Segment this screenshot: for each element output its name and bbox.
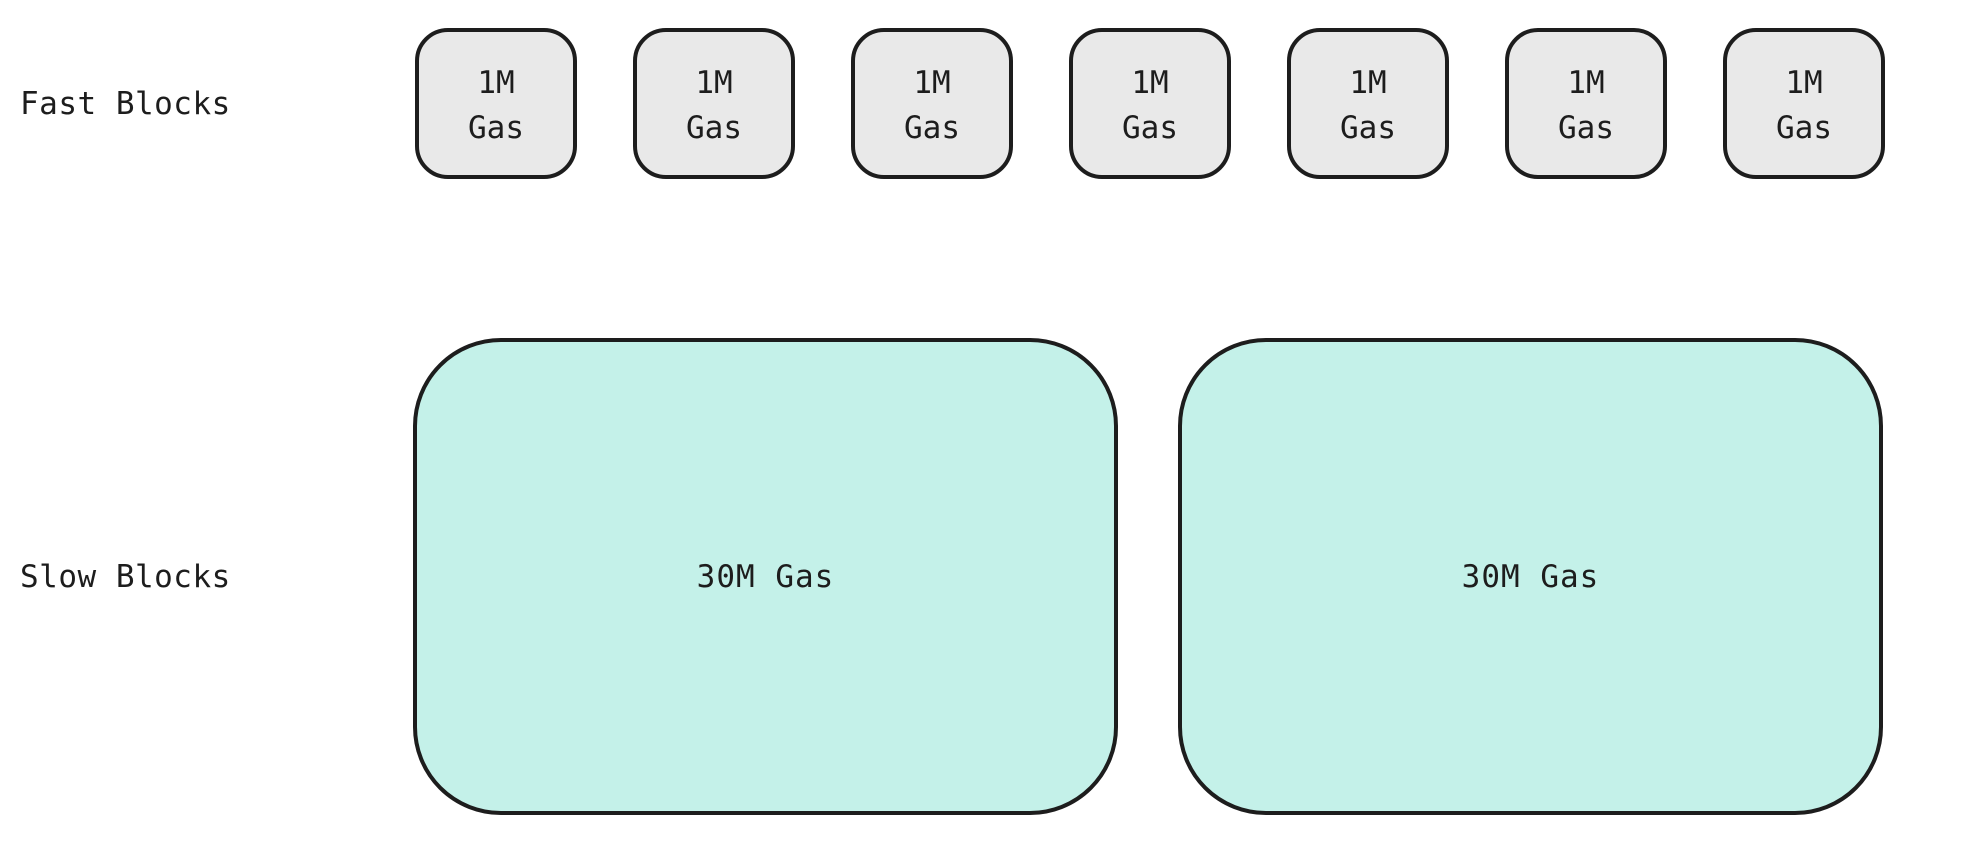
slow-blocks-row: 30M Gas 30M Gas xyxy=(413,338,1883,815)
slow-block-gas-label: 30M Gas xyxy=(696,558,835,595)
fast-block-gas-amount: 1M xyxy=(913,65,951,101)
fast-block-gas-unit: Gas xyxy=(686,110,742,146)
fast-block-gas-amount: 1M xyxy=(1131,65,1169,101)
fast-block: 1M Gas xyxy=(1069,28,1231,179)
fast-block: 1M Gas xyxy=(1723,28,1885,179)
fast-block-gas-amount: 1M xyxy=(695,65,733,101)
fast-blocks-row-label: Fast Blocks xyxy=(20,85,231,122)
fast-block-gas-amount: 1M xyxy=(477,65,515,101)
fast-block: 1M Gas xyxy=(1505,28,1667,179)
fast-block-gas-unit: Gas xyxy=(1558,110,1614,146)
fast-block-gas-unit: Gas xyxy=(1340,110,1396,146)
fast-block-gas-unit: Gas xyxy=(1776,110,1832,146)
fast-block-gas-amount: 1M xyxy=(1567,65,1605,101)
fast-block-gas-unit: Gas xyxy=(468,110,524,146)
slow-block: 30M Gas xyxy=(413,338,1118,815)
fast-block-gas-amount: 1M xyxy=(1785,65,1823,101)
slow-block: 30M Gas xyxy=(1178,338,1883,815)
slow-blocks-row-label: Slow Blocks xyxy=(20,558,231,595)
fast-block: 1M Gas xyxy=(415,28,577,179)
fast-block: 1M Gas xyxy=(851,28,1013,179)
fast-block-gas-unit: Gas xyxy=(904,110,960,146)
slow-block-gas-label: 30M Gas xyxy=(1461,558,1600,595)
fast-block-gas-amount: 1M xyxy=(1349,65,1387,101)
fast-block: 1M Gas xyxy=(633,28,795,179)
fast-block: 1M Gas xyxy=(1287,28,1449,179)
fast-blocks-row: 1M Gas 1M Gas 1M Gas 1M Gas 1M Gas 1M Ga… xyxy=(415,28,1885,179)
fast-block-gas-unit: Gas xyxy=(1122,110,1178,146)
